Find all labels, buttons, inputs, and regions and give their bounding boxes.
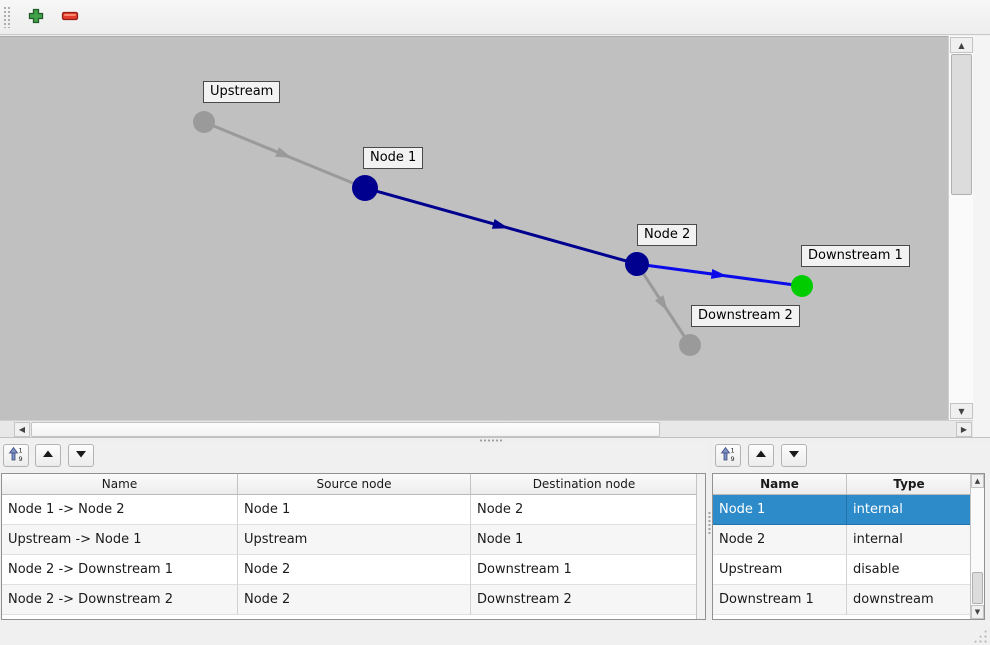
sort-ascending-icon: 1 9: [720, 446, 736, 466]
canvas-right-margin: [973, 36, 990, 437]
table-cell[interactable]: disable: [847, 555, 972, 585]
edge-arrow-icon: [654, 295, 668, 312]
canvas-horizontal-scrollbar[interactable]: ◀ ▶: [0, 420, 973, 437]
minus-icon: [61, 7, 79, 28]
scroll-up-icon[interactable]: ▲: [971, 474, 984, 488]
nodes-scroll-thumb[interactable]: [972, 572, 983, 604]
horizontal-splitter[interactable]: [0, 437, 990, 442]
table-cell[interactable]: Upstream: [238, 525, 471, 555]
node-label-node-1[interactable]: Node 1: [363, 147, 424, 169]
edge-arrow-icon: [710, 269, 728, 279]
table-cell[interactable]: Upstream -> Node 1: [2, 525, 238, 555]
toolbar-grip[interactable]: [3, 6, 11, 28]
main-toolbar: [0, 0, 990, 35]
canvas-vertical-scrollbar[interactable]: ▲ ▼: [948, 36, 973, 420]
table-cell[interactable]: Downstream 1: [471, 555, 698, 585]
table-cell[interactable]: Upstream: [713, 555, 847, 585]
table-cell[interactable]: Node 1: [471, 525, 698, 555]
edges-table-header: Name Source node Destination node: [2, 474, 705, 495]
column-header-source[interactable]: Source node: [238, 474, 471, 495]
add-node-button[interactable]: [21, 3, 51, 31]
table-cell[interactable]: Node 2: [238, 555, 471, 585]
node-node-1[interactable]: [352, 175, 378, 201]
scroll-down-icon[interactable]: ▼: [971, 605, 984, 619]
vertical-splitter[interactable]: [707, 441, 712, 622]
move-down-icon: [73, 446, 89, 466]
svg-text:1: 1: [19, 446, 23, 454]
edge-arrow-icon: [275, 147, 292, 158]
vertical-scroll-thumb[interactable]: [951, 54, 972, 195]
svg-text:9: 9: [19, 455, 23, 462]
node-upstream[interactable]: [193, 111, 215, 133]
table-cell[interactable]: Downstream 1: [713, 585, 847, 615]
node-label-upstream[interactable]: Upstream: [203, 81, 281, 103]
edges-move-up-button[interactable]: [35, 444, 61, 467]
edge-arrow-icon: [491, 219, 509, 229]
table-cell[interactable]: Node 2: [471, 495, 698, 525]
scroll-up-icon[interactable]: ▲: [950, 37, 973, 53]
table-cell[interactable]: downstream: [847, 585, 972, 615]
column-header-type[interactable]: Type: [847, 474, 972, 495]
node-downstream-1[interactable]: [791, 275, 813, 297]
sort-ascending-icon: 1 9: [8, 446, 24, 466]
table-cell[interactable]: Downstream 2: [471, 585, 698, 615]
nodes-sort-button[interactable]: 1 9: [715, 444, 741, 467]
edges-move-down-button[interactable]: [68, 444, 94, 467]
node-label-node-2[interactable]: Node 2: [637, 224, 698, 246]
scroll-down-icon[interactable]: ▼: [950, 403, 973, 419]
scroll-left-icon[interactable]: ◀: [14, 422, 30, 437]
edges-table-scrollbar[interactable]: [696, 474, 705, 619]
svg-text:1: 1: [731, 446, 735, 454]
plus-icon: [27, 7, 45, 28]
move-down-icon: [786, 446, 802, 466]
nodes-move-down-button[interactable]: [781, 444, 807, 467]
column-header-name[interactable]: Name: [713, 474, 847, 495]
table-cell[interactable]: Node 2 -> Downstream 1: [2, 555, 238, 585]
scroll-right-icon[interactable]: ▶: [956, 422, 972, 437]
window-resize-grip[interactable]: [973, 629, 987, 643]
move-up-icon: [40, 446, 56, 466]
table-cell[interactable]: Node 2: [238, 585, 471, 615]
node-downstream-2[interactable]: [679, 334, 701, 356]
table-cell[interactable]: internal: [847, 525, 972, 555]
table-cell[interactable]: internal: [847, 495, 972, 525]
table-cell[interactable]: Node 2 -> Downstream 2: [2, 585, 238, 615]
column-header-name[interactable]: Name: [2, 474, 238, 495]
horizontal-scroll-thumb[interactable]: [31, 422, 660, 437]
nodes-move-up-button[interactable]: [748, 444, 774, 467]
table-cell[interactable]: Node 1: [713, 495, 847, 525]
move-up-icon: [753, 446, 769, 466]
node-label-downstream-1[interactable]: Downstream 1: [801, 245, 910, 267]
table-cell[interactable]: Node 2: [713, 525, 847, 555]
splitter-handle-icon: [708, 511, 711, 535]
edges-table: Name Source node Destination node Node 1…: [1, 473, 706, 620]
nodes-table-scrollbar[interactable]: ▲ ▼: [970, 474, 984, 619]
table-cell[interactable]: Node 1 -> Node 2: [2, 495, 238, 525]
remove-node-button[interactable]: [55, 3, 85, 31]
svg-text:9: 9: [731, 455, 735, 462]
node-node-2[interactable]: [625, 252, 649, 276]
column-header-destination[interactable]: Destination node: [471, 474, 698, 495]
splitter-handle-icon: [479, 439, 503, 442]
node-label-downstream-2[interactable]: Downstream 2: [691, 305, 800, 327]
nodes-table-header: Name Type: [713, 474, 984, 495]
edges-sort-button[interactable]: 1 9: [3, 444, 29, 467]
table-cell[interactable]: Node 1: [238, 495, 471, 525]
